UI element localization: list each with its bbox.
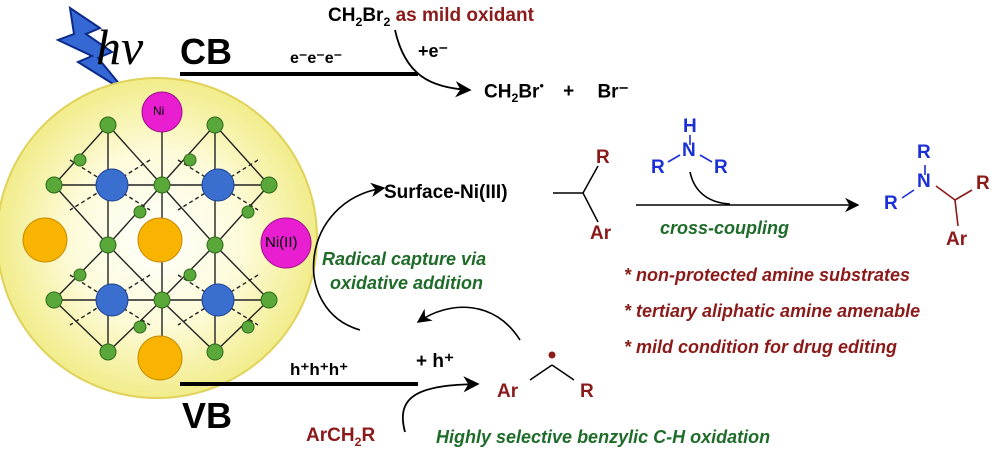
ni-ar-label: Ar [590,223,612,244]
feature-2: * tertiary aliphatic amine amenable [624,301,921,321]
product-r-top-label: R [917,142,931,163]
ch2br-radical-dot: • [539,79,544,93]
substrate-a: ArCH [306,425,355,446]
feature-1: * non-protected amine substrates [624,265,911,285]
amine-r-left-label: R [651,157,665,178]
radical-r-label: R [580,381,594,402]
radical-return-arrow [416,306,521,341]
bromide-label: Br⁻ [597,81,629,103]
substrate-b: R [361,425,376,446]
oxidant-note: as mild oxidant [395,5,534,26]
radical-dot [548,351,556,359]
hv-label: hv [96,19,144,75]
product-ar-label: Ar [946,229,968,250]
ch2br-a: CH [484,81,512,103]
radical-capture-arrow [312,182,386,331]
oxidant-sub: 2 [355,14,363,29]
cb-products: CH2Br• + Br⁻ [484,80,629,104]
plus-electron-label: +e⁻ [418,41,449,61]
vb-oxidation-arrow [402,376,480,433]
oxidant-formula: CH2Br2 [328,5,391,29]
alkyl-ni-bonds [553,165,599,223]
product-r-left-label: R [884,193,898,214]
oxidation-label: Highly selective benzylic C-H oxidation [436,427,771,447]
cb-reduction-arrow [394,29,472,98]
electrons-label: e⁻e⁻e⁻ [290,50,343,67]
substrate-sub: 2 [354,434,362,449]
vb-label: VB [182,395,233,436]
oxidant-sub-b: 2 [383,14,391,29]
oxidant-formula-b: Br [362,5,384,26]
ni-label: Ni [153,104,165,118]
ch2br-b: Br [518,81,540,103]
orange-atoms [22,217,183,381]
oxidant-formula-a: CH [328,5,356,26]
radical-capture-line2: oxidative addition [330,273,484,293]
surface-ni-label: Surface-Ni(III) [384,182,508,203]
ni2-label: Ni(II) [265,234,298,251]
substrate-label: ArCH2R [306,426,375,448]
amine-entry-arc [689,171,731,205]
cross-coupling-label: cross-coupling [660,218,790,238]
cb-plus: + [563,81,575,103]
ch2br-sub: 2 [511,91,519,106]
feature-3: * mild condition for drug editing [624,337,897,357]
radical-ar-label: Ar [497,381,519,402]
amine-bonds [667,135,713,163]
amine-r-right-label: R [714,157,728,178]
ni-atom [141,91,183,133]
holes-label: h⁺h⁺h⁺ [290,360,349,379]
oxidant-text: CH2Br2 as mild oxidant [328,6,534,28]
cb-label: CB [180,31,232,72]
plus-hole-label: + h⁺ [416,351,455,372]
ni-r-label: R [596,147,610,168]
blue-atoms [95,168,235,317]
amine-h-label: H [683,116,697,137]
radical-capture-line1: Radical capture via [322,249,487,269]
ni2-atom [260,217,312,269]
product-bonds [901,165,973,227]
amine-n-label: N [682,140,696,161]
product-n-label: N [917,171,931,192]
green-nodes [45,116,278,361]
radical-bonds [529,364,575,381]
product-r-right-label: R [976,173,990,194]
